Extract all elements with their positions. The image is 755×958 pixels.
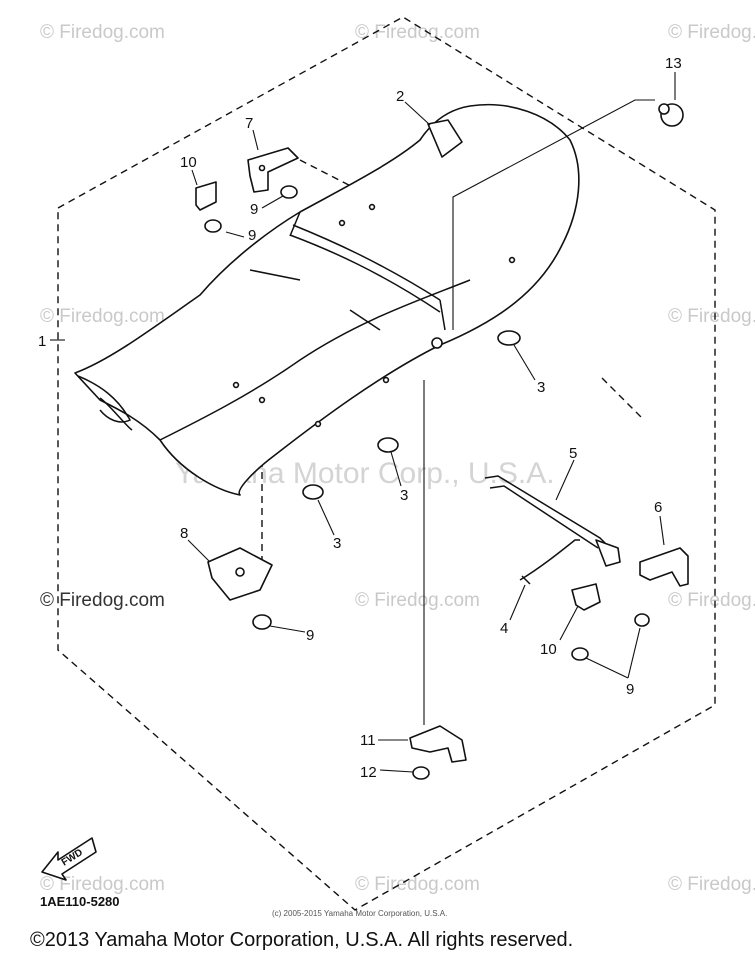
bracket-part-10-lower: [571, 583, 601, 611]
watermark-firedog-dark: © Firedog.com: [40, 590, 165, 611]
watermark-firedog: © Firedog.com: [668, 874, 755, 895]
callout-9: 9: [248, 227, 256, 244]
callout-2: 2: [396, 88, 404, 105]
diagram-code: 1AE110-5280: [40, 894, 120, 909]
callout-8: 8: [180, 525, 188, 542]
callout-12: 12: [360, 764, 377, 781]
callout-labels: 1 2 3 3 3 4 5 6 7 8 9 9 9 9 10 10 11 12 …: [38, 55, 682, 781]
callout-leaders: [50, 72, 676, 773]
rod-part-4: [519, 539, 580, 581]
grommet-part-9: [252, 614, 272, 630]
bracket-part-7: [247, 147, 299, 193]
watermark-firedog: © Firedog.com: [355, 590, 480, 611]
grommet-part-9: [571, 613, 650, 661]
strap-part-2: [427, 119, 463, 158]
grommet-part-12: [412, 766, 430, 780]
callout-13: 13: [665, 55, 682, 72]
watermark-firedog: © Firedog.com: [355, 22, 480, 43]
callout-5: 5: [569, 445, 577, 462]
watermark-firedog: © Firedog.com: [668, 306, 755, 327]
lock-part-11: [409, 725, 467, 763]
cap-part-13: [658, 103, 684, 127]
bracket-part-6: [639, 547, 689, 587]
seat-part-1: [74, 103, 580, 496]
bracket-part-10-upper: [195, 181, 217, 211]
leader-line: [452, 99, 655, 330]
watermark-firedog: © Firedog.com: [668, 22, 755, 43]
watermark-firedog: © Firedog.com: [355, 874, 480, 895]
watermark-firedog: © Firedog.com: [40, 874, 165, 895]
callout-7: 7: [245, 115, 253, 132]
callout-11: 11: [360, 732, 376, 749]
assembly-boundary: [57, 16, 716, 911]
callout-9: 9: [626, 681, 634, 698]
callout-3: 3: [400, 487, 408, 504]
callout-10: 10: [180, 154, 197, 171]
callout-1: 1: [38, 333, 46, 350]
callout-3: 3: [537, 379, 545, 396]
small-copyright: (c) 2005-2015 Yamaha Motor Corporation, …: [272, 909, 447, 918]
callout-3: 3: [333, 535, 341, 552]
callout-9: 9: [306, 627, 314, 644]
watermark-firedog: © Firedog.com: [668, 590, 755, 611]
callout-4: 4: [500, 620, 508, 637]
callout-10: 10: [540, 641, 557, 658]
grommet-part-9: [204, 185, 298, 233]
callout-6: 6: [654, 499, 662, 516]
watermark-firedog: © Firedog.com: [40, 22, 165, 43]
watermark-firedog: © Firedog.com: [40, 306, 165, 327]
guide-line: [601, 377, 643, 419]
watermark-layer: © Firedog.com © Firedog.com © Firedog.co…: [40, 22, 755, 895]
footer-copyright: ©2013 Yamaha Motor Corporation, U.S.A. A…: [30, 929, 573, 951]
damper-part-3: [302, 330, 521, 500]
callout-9: 9: [250, 201, 258, 218]
